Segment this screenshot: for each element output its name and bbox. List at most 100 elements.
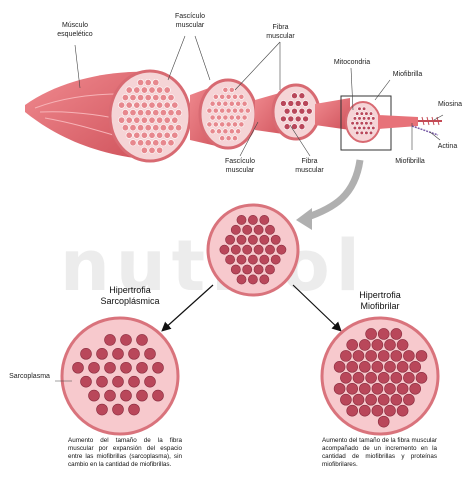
myofibril-dot — [355, 121, 360, 126]
fiber-dot — [209, 128, 216, 135]
myofibril-dot — [120, 389, 132, 402]
fiber-dot — [216, 114, 222, 121]
fascicle-dot — [175, 124, 183, 132]
description-sarcoplasmic: Aumento del tamaño de la fibra muscular … — [68, 437, 182, 468]
myofibril-dot — [396, 339, 409, 351]
myofibril-dot — [365, 350, 377, 362]
myofibril-dot — [247, 274, 258, 285]
myofibril-dot — [377, 415, 390, 428]
myofibril-dot — [365, 393, 377, 406]
myofibril-dot — [359, 111, 364, 116]
fascicle-dot — [152, 94, 160, 102]
myofibril-dot — [259, 215, 270, 225]
myofibril-dot — [259, 274, 270, 285]
myofibril-dot — [120, 334, 132, 346]
myofibril-dot — [403, 372, 415, 384]
myofibril-dot — [291, 123, 298, 130]
fascicle-dot — [137, 79, 145, 87]
myofibril-dot — [259, 234, 270, 245]
fiber-dot — [216, 128, 222, 135]
myofibril-dot — [265, 244, 275, 255]
fascicle-dot — [148, 86, 156, 94]
fascicle-dot — [137, 109, 145, 117]
myofibril-dot — [346, 361, 359, 373]
myofibril-dot — [144, 348, 156, 360]
fascicle-dot — [129, 109, 137, 117]
fiber-dot — [244, 107, 251, 114]
fascicle-dot — [144, 109, 152, 117]
fascicle-dot — [140, 86, 148, 94]
myofibril-dot — [253, 264, 264, 275]
myofibril-dot — [368, 130, 374, 135]
myofibril-dot — [364, 130, 369, 135]
myofibril-dot — [230, 224, 241, 235]
myofibril-dot — [302, 115, 309, 123]
label-fascicle-top: Fascículo muscular — [175, 13, 205, 29]
myofibril-dot — [144, 375, 156, 388]
fascicle-dot — [137, 94, 145, 102]
fiber-dot — [241, 114, 248, 121]
myofibril-dot — [403, 350, 415, 362]
fascicle-dot — [137, 124, 145, 132]
fiber-dot — [241, 100, 248, 107]
fiber-dot — [225, 107, 232, 114]
fascicle-dot — [133, 86, 141, 94]
fascicle-dot — [152, 139, 160, 147]
myofibril-dot — [377, 393, 390, 406]
myofibril-dot — [364, 111, 369, 116]
myofibril-dot — [340, 350, 352, 362]
fiber-dot — [225, 121, 232, 128]
myofibril-dot — [291, 107, 298, 115]
fascicle-dot — [144, 124, 152, 132]
myofibril-dot — [219, 244, 230, 255]
myofibril-dot — [247, 234, 258, 245]
myofibril-dot — [128, 348, 140, 360]
myofibril-dot — [230, 264, 241, 275]
myofibril-dot — [371, 116, 376, 121]
fascicle-dot — [125, 86, 133, 94]
myofibril-dot — [283, 107, 291, 115]
fascicle-dot — [125, 101, 133, 109]
description-myofibrillar: Aumento del tamaño de la fibra muscular … — [322, 437, 437, 468]
fascicle-dot — [159, 94, 167, 102]
myofibril-dot — [371, 382, 384, 395]
fiber-dot — [222, 100, 229, 107]
myofibril-dot — [276, 244, 287, 255]
myofibril-dot — [340, 393, 352, 406]
fascicle-dot — [163, 131, 171, 139]
fiber-dot — [222, 114, 229, 121]
myofibril-dot — [298, 107, 306, 115]
fascicle-dot — [133, 101, 141, 109]
fiber-dot — [235, 114, 242, 121]
myofibril-dot — [357, 106, 362, 111]
myofibril-dot — [366, 125, 371, 131]
myofibril-dot — [136, 361, 148, 374]
myofibril-dot — [371, 339, 384, 351]
fascicle-dot — [133, 116, 141, 124]
fiber-dot — [222, 87, 229, 93]
fascicle-dot — [159, 109, 167, 117]
fascicle-dot — [121, 94, 129, 102]
arrow-to-sarcoplasmic — [161, 284, 214, 332]
myofibril-dot — [403, 393, 415, 406]
myofibril-dot — [236, 254, 247, 265]
myofibril-dot — [352, 116, 358, 121]
fascicle-dot — [137, 139, 145, 147]
fascicle-dot — [152, 79, 160, 87]
label-fiber-top: Fibra muscular — [266, 24, 295, 40]
myofibril-dot — [265, 264, 275, 275]
myofibril-dot — [396, 361, 409, 373]
fascicle-dot — [133, 131, 141, 139]
fiber-dot — [232, 93, 238, 100]
fiber-dot — [232, 121, 238, 128]
myofibril-dot — [384, 404, 396, 417]
myofibril-dot — [120, 361, 132, 374]
myofibril-dot — [242, 224, 253, 235]
fiber-dot — [232, 107, 238, 114]
label-fascicle-bottom: Fascículo muscular — [225, 158, 255, 174]
myofibril-dot — [88, 361, 100, 374]
myofibril-dot — [371, 404, 384, 417]
myofibril-dot — [352, 372, 365, 384]
fascicle-dot — [175, 109, 183, 117]
